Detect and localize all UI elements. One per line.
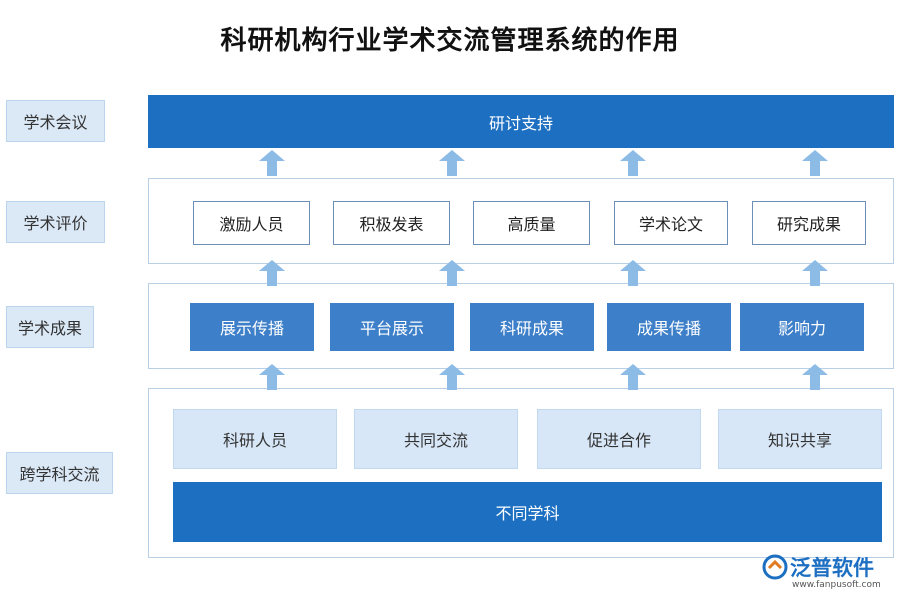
exchange-item: 科研人员: [173, 409, 337, 469]
up-arrow-icon: [439, 364, 465, 390]
exchange-item: 促进合作: [537, 409, 701, 469]
exchange-item: 知识共享: [718, 409, 882, 469]
up-arrow-icon: [802, 260, 828, 286]
evaluation-item: 研究成果: [752, 201, 866, 245]
up-arrow-icon: [259, 260, 285, 286]
results-panel: 展示传播 平台展示 科研成果 成果传播 影响力: [148, 283, 894, 369]
exchange-item: 共同交流: [354, 409, 518, 469]
results-item: 展示传播: [190, 303, 314, 351]
results-item: 影响力: [740, 303, 864, 351]
different-disciplines-bar: 不同学科: [173, 482, 882, 542]
up-arrow-icon: [439, 150, 465, 176]
evaluation-item: 学术论文: [614, 201, 728, 245]
logo-name: 泛普软件: [790, 556, 874, 580]
seminar-support-bar: 研讨支持: [148, 95, 894, 148]
page-title: 科研机构行业学术交流管理系统的作用: [220, 26, 680, 56]
up-arrow-icon: [259, 150, 285, 176]
evaluation-item: 积极发表: [333, 201, 450, 245]
side-label-academic-results: 学术成果: [6, 306, 94, 348]
up-arrow-icon: [259, 364, 285, 390]
results-item: 平台展示: [330, 303, 454, 351]
fanpu-logo-icon: [762, 554, 788, 580]
up-arrow-icon: [620, 150, 646, 176]
evaluation-item: 高质量: [473, 201, 590, 245]
up-arrow-icon: [802, 364, 828, 390]
fanpu-logo: 泛普软件 www.fanpusoft.com: [762, 552, 890, 594]
side-label-academic-evaluation: 学术评价: [6, 201, 105, 243]
results-item: 科研成果: [470, 303, 594, 351]
up-arrow-icon: [620, 364, 646, 390]
logo-url: www.fanpusoft.com: [792, 580, 881, 590]
side-label-academic-conference: 学术会议: [6, 100, 105, 142]
results-item: 成果传播: [607, 303, 731, 351]
up-arrow-icon: [802, 150, 828, 176]
evaluation-item: 激励人员: [193, 201, 310, 245]
side-label-interdisciplinary-exchange: 跨学科交流: [6, 452, 113, 494]
up-arrow-icon: [620, 260, 646, 286]
evaluation-panel: 激励人员 积极发表 高质量 学术论文 研究成果: [148, 178, 894, 264]
up-arrow-icon: [439, 260, 465, 286]
interdisciplinary-panel: 科研人员 共同交流 促进合作 知识共享 不同学科: [148, 388, 894, 558]
